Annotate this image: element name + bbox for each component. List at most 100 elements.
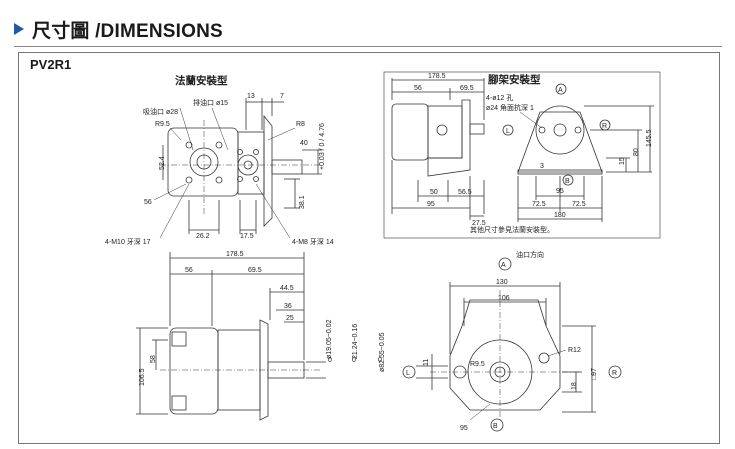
front-mark-a: A: [501, 262, 506, 269]
side-tol-1: ø19.05−0.02: [326, 319, 333, 359]
front-mark-b: B: [493, 423, 498, 430]
shaft-tolerance: +0.03 / 0 / 4.76: [319, 123, 326, 170]
foot-dim-56: 56: [414, 85, 422, 92]
foot-mark-r: R: [602, 123, 607, 130]
foot-dim-178-5: 178.5: [428, 73, 446, 80]
drawing-frame: [18, 52, 720, 444]
triangle-bullet-icon: [14, 23, 24, 35]
foot-mark-a: A: [558, 87, 563, 94]
front-mark-l: L: [406, 370, 410, 377]
front-mark-a-circle: [498, 257, 512, 271]
side-dim-178-5: 178.5: [226, 251, 244, 258]
mount-flange: [263, 114, 273, 227]
side-body-left: [169, 327, 219, 415]
section-title: 尺寸圖 /DIMENSIONS: [32, 20, 223, 42]
front-mark-b-circle: [490, 418, 504, 432]
front-view: 130 106 11 R9.5 R12 18 □97 95 A 油口方向 B L…: [402, 250, 622, 432]
dim-17-5: 17.5: [240, 233, 254, 240]
foot-bolt-hole: [574, 126, 582, 134]
foot-view-frame: [383, 71, 661, 239]
flange-bolt-hole: [215, 176, 223, 184]
flange-bolt-hole: [237, 176, 243, 182]
front-mark-l-circle: [402, 365, 416, 379]
flange-bolt-hole: [215, 141, 223, 149]
foot-front-bracket: [517, 111, 603, 173]
foot-dim-3: 3: [540, 163, 544, 170]
radius-9-5-label: R9.5: [155, 121, 170, 128]
side-dim-106-5: 106.5: [139, 368, 146, 386]
side-dim-25: 25: [286, 315, 294, 322]
flange-bolt-hole: [253, 149, 259, 155]
foot-side-body-left: [391, 103, 429, 161]
foot-side-body-right: [427, 105, 463, 159]
front-r12: R12: [568, 347, 581, 354]
foot-dim-180: 180: [554, 212, 566, 219]
m10-thread-label: 4-M10 牙深 17: [105, 237, 151, 246]
foot-dim-72-5a: 72.5: [532, 201, 546, 208]
side-dim-36: 36: [284, 303, 292, 310]
side-flange: [259, 319, 269, 421]
side-dim-58: 58: [150, 355, 157, 363]
flange-bolt-hole: [253, 176, 259, 182]
front-mark-r: R: [612, 370, 617, 377]
flange-shaft: [271, 159, 303, 175]
front-dim-130: 130: [496, 279, 508, 286]
foot-dim-95: 95: [427, 201, 435, 208]
dim-38-1: 38.1: [299, 195, 306, 209]
side-boss-bottom: [171, 395, 187, 411]
flange-view-title: 法蘭安裝型: [175, 74, 228, 87]
foot-front-shaft: [553, 123, 567, 137]
foot-front-flange: [535, 105, 585, 155]
foot-dim-69-5: 69.5: [460, 85, 474, 92]
foot-side-shaft: [469, 123, 485, 135]
flange-bolt-hole: [237, 149, 243, 155]
front-bolt-right: [538, 352, 550, 364]
side-tol-2: 21.24−0.16: [352, 324, 359, 359]
side-dim-69-5: 69.5: [248, 267, 262, 274]
foot-bolt-hole: [538, 126, 546, 134]
foot-mark-l: L: [506, 128, 510, 135]
radius-8-label: R8: [296, 121, 305, 128]
front-dim-106: 106: [498, 295, 510, 302]
side-boss-top: [171, 331, 187, 347]
foot-dim-145-5: 145.5: [646, 129, 653, 147]
foot-mark-l-circle: [502, 124, 514, 136]
foot-view-title: 腳架安裝型: [488, 73, 541, 86]
front-dim-11: 11: [423, 359, 430, 366]
foot-mark-a-circle: [555, 83, 567, 95]
foot-dim-72-5b: 72.5: [572, 201, 586, 208]
foot-mark-r-circle: [599, 119, 611, 131]
foot-base-plate: [517, 169, 603, 175]
discharge-port-label: 排油口 ø15: [193, 98, 228, 107]
suction-port-label: 吸油口 ø28: [143, 107, 178, 116]
m8-thread-label: 4-M8 牙深 14: [292, 237, 334, 246]
foot-mount-view: 腳架安裝型 178.5 56 69.5 50 56.5 95 27.5 3: [383, 71, 661, 239]
side-tol-3b: 0: [378, 357, 382, 364]
flange-mount-view: 法蘭安裝型 13 7 52.4 26.2 17.5: [105, 74, 334, 246]
flange-body-left: [167, 127, 239, 197]
section-header: 尺寸圖 /DIMENSIONS: [14, 14, 223, 44]
foot-side-boss: [436, 124, 448, 136]
dim-7: 7: [280, 93, 284, 100]
dim-26-2: 26.2: [196, 233, 210, 240]
foot-note: 其他尺寸參見法蘭安裝型。: [470, 225, 554, 234]
foot-dim-50: 50: [430, 189, 438, 196]
front-dim-18: 18: [571, 382, 578, 390]
flange-bolt-hole: [185, 176, 193, 184]
flange-bolt-hole: [185, 141, 193, 149]
foot-dim-80: 80: [633, 148, 640, 156]
foot-holes-label: 4-ø12 孔: [486, 94, 513, 102]
model-label: PV2R1: [30, 57, 72, 72]
front-r9-5: R9.5: [470, 361, 485, 368]
side-dim-56: 56: [185, 267, 193, 274]
oil-direction-label: 油口方向: [516, 250, 544, 259]
side-tol-2b: 0: [352, 357, 356, 364]
front-dim-95: 95: [460, 425, 468, 432]
front-mark-r-circle: [608, 365, 622, 379]
front-dim-97: □97: [591, 368, 598, 380]
side-view: 178.5 56 69.5 44.5 36 25 106.5 58 ø19.05…: [136, 251, 386, 421]
foot-mark-b-circle: [562, 174, 574, 186]
side-tol-1b: 0: [328, 357, 332, 364]
dim-40: 40: [300, 140, 308, 147]
